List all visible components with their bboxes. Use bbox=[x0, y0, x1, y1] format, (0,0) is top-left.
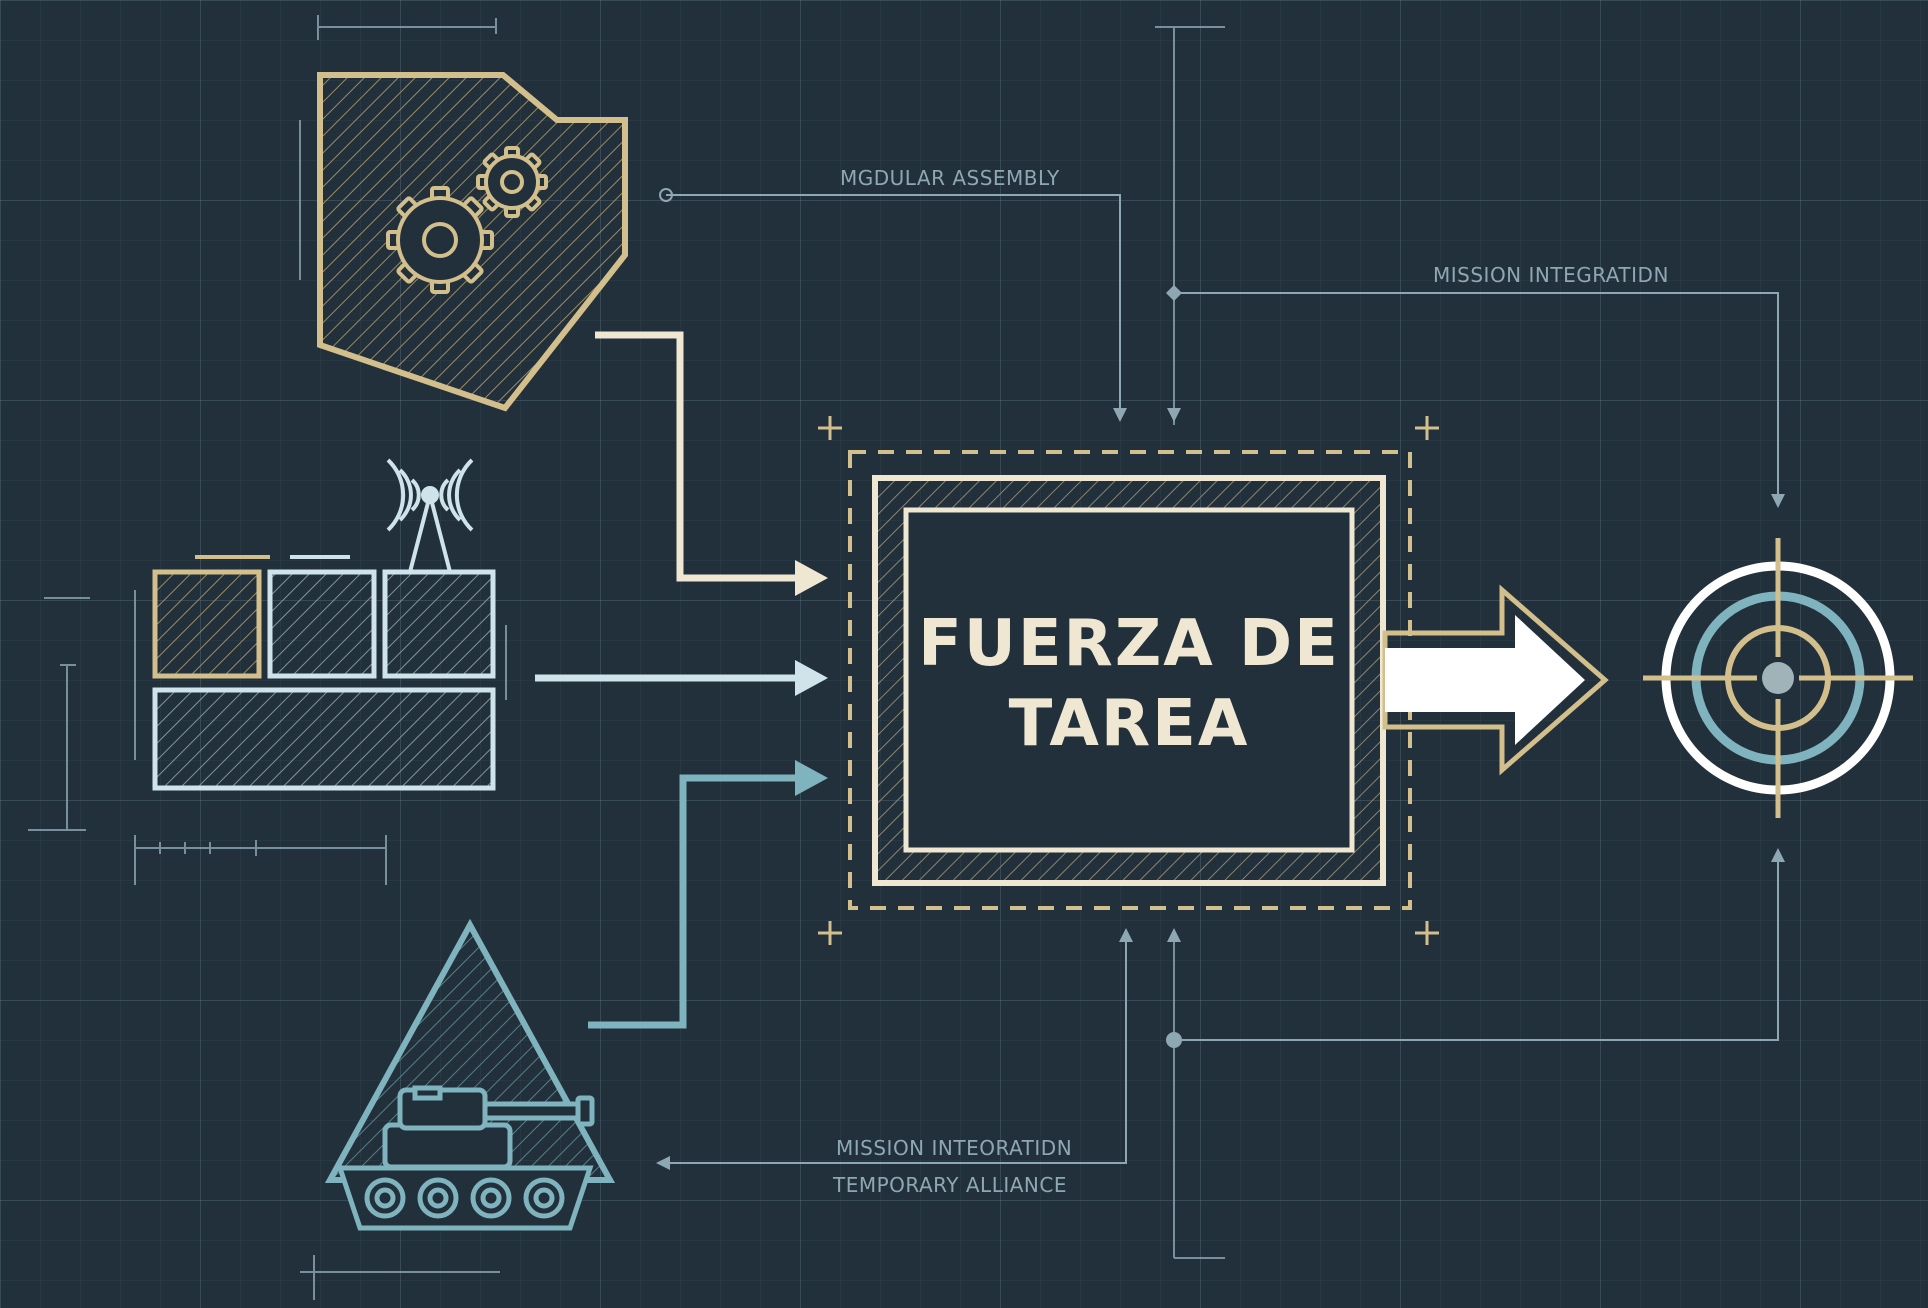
corner-crosses bbox=[818, 416, 1439, 945]
label-modular-assembly: MGDULAR ASSEMBLY bbox=[840, 166, 1060, 190]
gears-block bbox=[317, 72, 628, 412]
output-arrow bbox=[1382, 584, 1609, 776]
connector-lines bbox=[656, 194, 1785, 1170]
tank-unit bbox=[324, 918, 616, 1231]
junction-dot bbox=[659, 188, 673, 202]
tank-icon bbox=[336, 1085, 595, 1231]
crosshair-target-icon bbox=[1643, 538, 1913, 818]
input-arrows bbox=[535, 331, 828, 1029]
radio-modules bbox=[152, 458, 496, 791]
gears-icon bbox=[386, 146, 548, 294]
task-force-title-line1: FUERZA DE bbox=[918, 607, 1340, 681]
label-mission-integration-bottom: MISSION INTEORATIDN bbox=[836, 1136, 1072, 1160]
label-temporary-alliance: TEMPORARY ALLIANCE bbox=[832, 1173, 1067, 1197]
junction-dot bbox=[1166, 1032, 1182, 1048]
dimension-marks bbox=[28, 15, 1225, 1300]
task-force-block: FUERZA DE TAREA bbox=[818, 416, 1439, 945]
task-force-title-line2: TAREA bbox=[1009, 687, 1250, 761]
radio-antenna-icon bbox=[386, 458, 474, 573]
junction-dot bbox=[1166, 285, 1182, 301]
label-mission-integration-top: MISSION INTEGRATIDN bbox=[1433, 263, 1669, 287]
